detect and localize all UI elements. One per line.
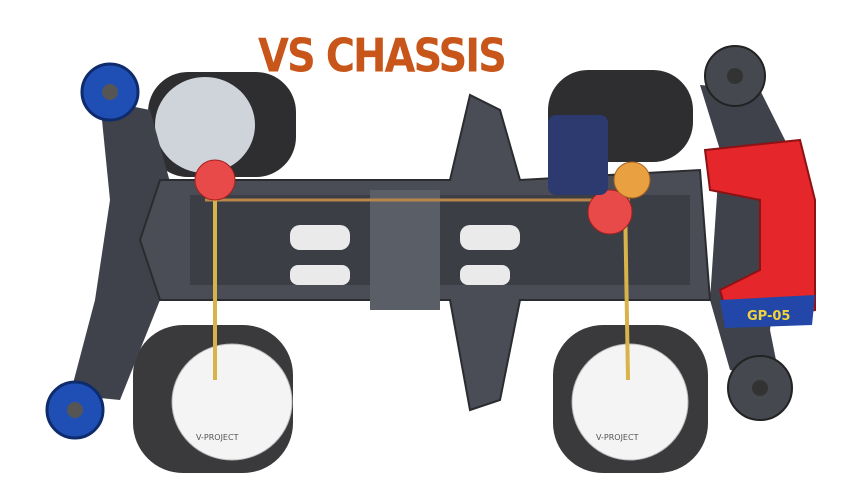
roller-front-right [704,45,766,107]
tire-front-left [148,72,296,177]
bumper-label: GP-05 [747,309,790,324]
tire-rear-right: V-PROJECT [553,325,708,473]
left-stay [70,100,175,400]
roller-rear-right [727,355,793,421]
wheel-label-right: V-PROJECT [596,433,639,442]
crown-gear-rear [587,189,633,235]
wheel-label-left: V-PROJECT [196,433,239,442]
roller-rear-left [45,380,105,440]
counter-gear [613,161,651,199]
motor-gear-stack [548,115,608,195]
roller-front-left [80,62,140,122]
chassis-title: VS CHASSIS [258,30,507,83]
crown-gear-front [194,159,236,201]
rear-axle [623,199,630,381]
bumper-gp05: GP-05 [703,138,816,328]
tire-rear-left: V-PROJECT [133,325,293,473]
